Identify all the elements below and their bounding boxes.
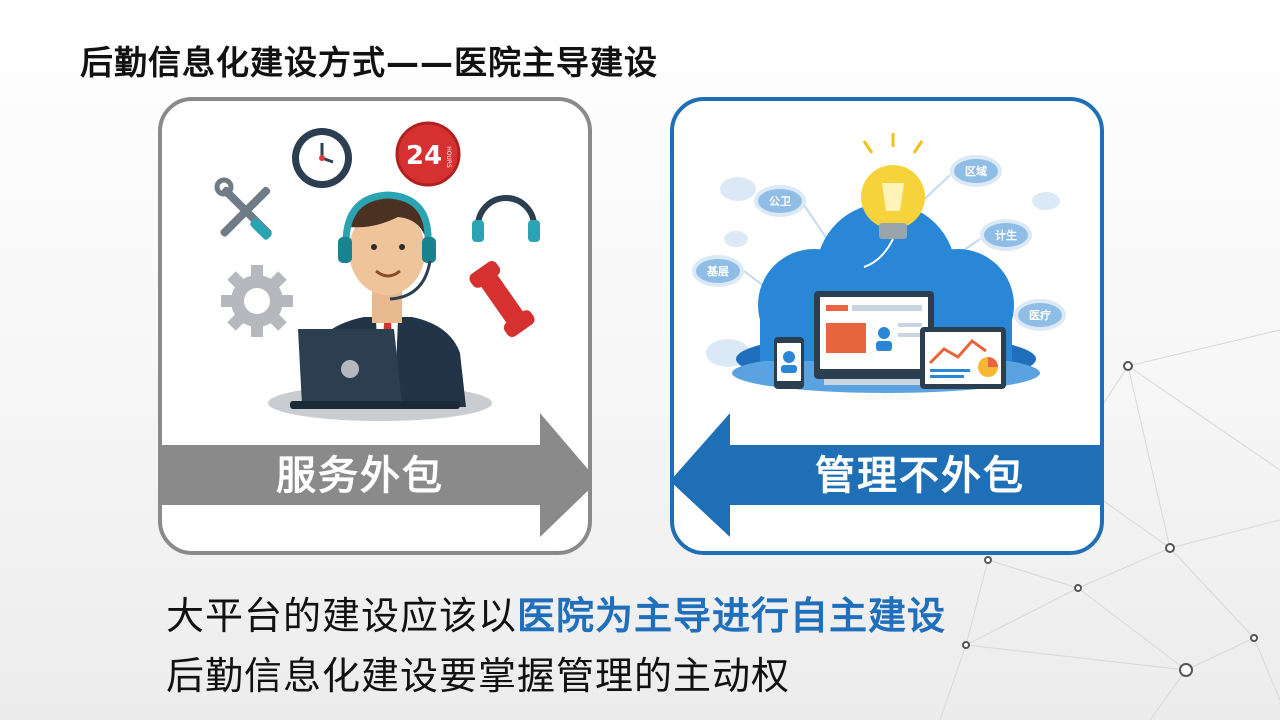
24-hours-number: 24: [406, 141, 442, 171]
service-outsourcing-label: 服务外包: [276, 453, 444, 499]
phone-icon: [774, 337, 804, 389]
statement-line-2: 后勤信息化建设要掌握管理的主动权: [166, 654, 791, 698]
svg-text:计生: 计生: [995, 228, 1017, 242]
24-hours-caption: HOURS: [445, 146, 452, 168]
cloud-platform-illustration: 公卫 区域 计生 基层 医疗: [674, 133, 1100, 537]
svg-text:区域: 区域: [965, 164, 987, 178]
cloud-tag-public-health: 公卫: [758, 189, 802, 213]
service-outsourcing-panel: 24 HOURS: [158, 97, 592, 555]
clock-icon: [292, 128, 352, 188]
monitor-icon: [814, 291, 934, 385]
svg-text:医疗: 医疗: [1029, 308, 1051, 322]
statement-line-1-highlight: 医院为主导进行自主建设: [517, 594, 947, 638]
laptop-icon: [290, 329, 460, 409]
cloud-tag-region: 区域: [954, 159, 998, 183]
statement-line-1-prefix: 大平台的建设应该以: [166, 594, 518, 638]
management-in-house-panel: 公卫 区域 计生 基层 医疗: [670, 97, 1104, 555]
lightbulb-icon: [861, 133, 925, 268]
left-arrow-band: [674, 413, 1100, 537]
cloud-tag-medical: 医疗: [1018, 303, 1062, 327]
tools-icon: [214, 177, 272, 240]
cloud-tag-primary-care: 基层: [696, 259, 740, 283]
right-arrow-band: [162, 413, 588, 537]
cloud-tag-family-planning: 计生: [984, 223, 1028, 247]
24-hours-badge-icon: 24 HOURS: [395, 121, 461, 187]
customer-service-illustration: 24 HOURS: [162, 121, 588, 537]
headphones-icon: [472, 195, 540, 242]
agent-head: [349, 207, 425, 295]
telephone-icon: [469, 261, 535, 337]
svg-text:基层: 基层: [706, 264, 729, 278]
gear-icon: [221, 265, 293, 337]
tablet-icon: [920, 327, 1006, 389]
management-in-house-label: 管理不外包: [815, 453, 1025, 499]
statement-line-1: 大平台的建设应该以医院为主导进行自主建设: [166, 585, 946, 640]
svg-text:公卫: 公卫: [769, 195, 791, 208]
page-title: 后勤信息化建设方式——医院主导建设: [80, 43, 658, 82]
